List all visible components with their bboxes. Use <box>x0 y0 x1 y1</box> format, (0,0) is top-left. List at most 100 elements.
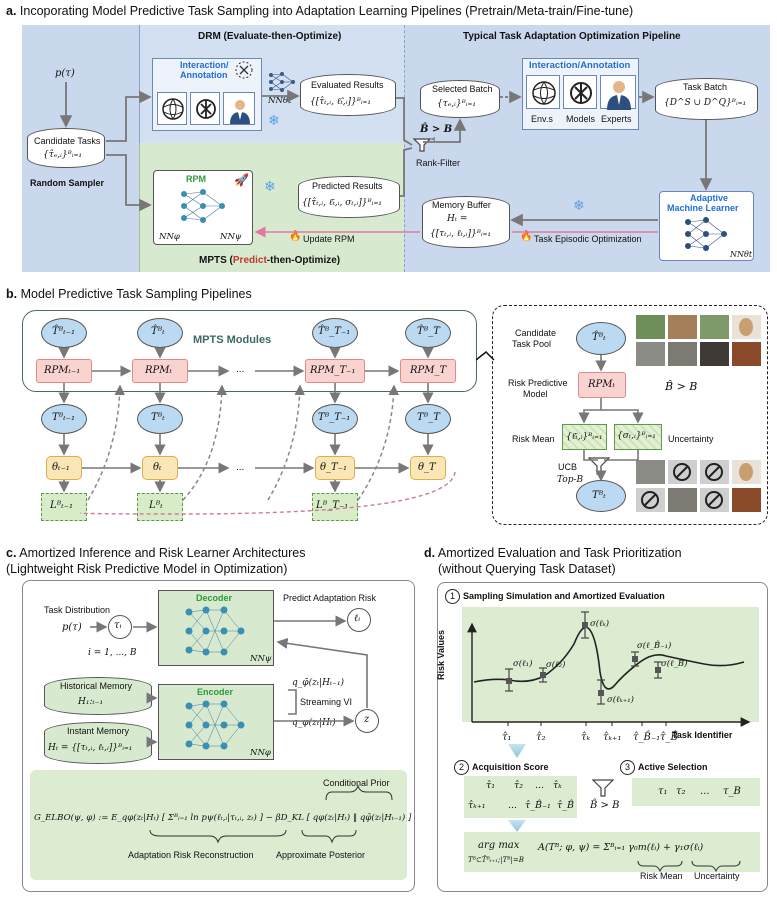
evaluated-results-formula: {[τ̂ₜ,ᵢ, ℓ̂ₜ,ᵢ]}ᴮᵢ₌₁ <box>310 97 372 107</box>
step3-badge: 3 <box>620 760 635 775</box>
argmax-subscript: Tᴮ⊂T̂ᴮₜ₊₁;|Tᴮ|=B <box>468 856 524 864</box>
memory-buffer-formula-1: Hₜ = <box>447 214 468 224</box>
acq-r2-c4: τ̂_B̂ <box>557 800 574 811</box>
rpm-nn-phi: NNφ <box>159 232 180 242</box>
expert-person-icon <box>223 92 255 125</box>
detail-mean-formula: {ℓ̄ₜ,ᵢ}ᴮᵢ₌₁ <box>566 432 603 442</box>
mid-node-t-1-label: Tᴮₜ₋₁ <box>52 412 76 423</box>
acquisition-formula-box <box>464 832 760 872</box>
snowflake-memory-icon: ❄ <box>573 197 585 213</box>
rpm-node-t-label: RPMₜ <box>145 365 172 376</box>
instant-memory-formula: Hₜ = {[τₜ,ᵢ, ℓₜ,ᵢ]}ᴮᵢ₌₁ <box>48 743 133 753</box>
theta-node-T-1 <box>315 456 355 480</box>
theta-node-T-1-label: θ_T₋₁ <box>320 462 347 473</box>
adaptive-learner-network-icon <box>684 215 728 258</box>
historical-memory-cylinder <box>44 677 152 715</box>
step2-badge: 2 <box>454 760 469 775</box>
sigma-label-b-1: σ(ℓ_B̂₋₁) <box>637 641 672 651</box>
detail-ucb-label: UCB <box>558 462 578 472</box>
step3-label: Active Selection <box>638 762 708 772</box>
rpm-node-t-1 <box>36 359 92 383</box>
theta-node-t-label: θₜ <box>153 462 162 473</box>
loss-node-T-1-label: Lᴮ_T₋₁ <box>316 500 349 511</box>
loss-node-t-1 <box>41 493 87 521</box>
openai-icon <box>190 92 220 125</box>
env-globe-icon <box>526 75 560 109</box>
acq-r2-c1: τ̂ₖ₊₁ <box>468 800 486 811</box>
rpm-node-t-1-label: RPMₜ₋₁ <box>44 365 81 376</box>
decoder-nn-psi: NNψ <box>250 654 272 664</box>
section-a-title: a. Incoporating Model Predictive Task Sa… <box>6 4 633 18</box>
dots-theta: ... <box>236 462 245 473</box>
encoder-network-icon <box>184 698 246 757</box>
mid-node-T-1-label: Tᴮ_T₋₁ <box>318 412 351 423</box>
selected-tasks-box <box>632 778 760 806</box>
selected-dots: ... <box>700 786 710 797</box>
adaptive-learner-label-1: Adaptive <box>690 193 729 203</box>
top-node-t-1-label: T̂ᴮₜ₋₁ <box>52 326 76 337</box>
p-tau-label: p(τ) <box>55 68 75 79</box>
q-post-label: q_φ(zₜ|Hₜ) <box>292 718 336 728</box>
detail-b-hat-gt-b: B̂ > B <box>665 380 698 393</box>
rank-filter-label: Rank-Filter <box>416 158 461 168</box>
mid-node-T-1 <box>312 404 358 434</box>
detail-arrows <box>476 350 644 482</box>
rpm-detail-panel <box>492 305 768 525</box>
instant-memory-label: Instant Memory <box>67 726 130 736</box>
detail-top-node <box>576 322 626 355</box>
decoder-label: Decoder <box>196 593 233 603</box>
section-c-arrows <box>90 615 368 748</box>
instant-memory-cylinder <box>44 722 152 764</box>
z-label: z <box>364 714 370 725</box>
elbo-panel <box>30 770 407 880</box>
mid-node-T-label: Tᴮ_T <box>417 412 440 423</box>
section-c-title-line2: (Lightweight Risk Predictive Model in Op… <box>6 562 288 576</box>
rpm-network-icon <box>180 186 226 231</box>
acq-r1-c3: ... <box>535 780 545 791</box>
predicted-results-label: Predicted Results <box>312 181 383 191</box>
drm-interaction-label-1: Interaction/ <box>180 60 229 70</box>
evaluated-results-cylinder <box>300 74 396 116</box>
d-uncertainty-label: Uncertainty <box>694 871 740 881</box>
detail-rpm-node-label: RPMₜ <box>588 379 615 390</box>
risk-values-axis-label: Risk Values <box>436 629 446 680</box>
section-d-title-1: d. Amortized Evaluation and Task Priorit… <box>424 546 682 560</box>
detail-rpm-node <box>578 372 626 398</box>
snowflake-icon: ❄ <box>268 112 280 128</box>
top-node-t-label: T̂ᴮₜ <box>151 326 165 337</box>
encoder-label: Encoder <box>197 687 234 697</box>
nn-theta-network-icon <box>268 70 296 99</box>
mpts-title-pre: MPTS ( <box>199 255 233 266</box>
streaming-vi-label: Streaming VI <box>300 697 353 707</box>
section-a-title-text: Incoporating Model Predictive Task Sampl… <box>19 4 634 18</box>
detail-top-node-label: T̂ᴮₜ <box>592 332 606 343</box>
random-sampler-label: Random Sampler <box>30 178 105 188</box>
globe-icon <box>157 92 187 125</box>
models-openai-icon <box>563 75 597 109</box>
task-distribution-label: Task Distribution <box>44 605 111 615</box>
predict-risk-label: Predict Adaptation Risk <box>283 593 377 603</box>
selected-tau-2: τ₂ <box>676 786 686 797</box>
snowflake-rpm-icon: ❄ <box>264 178 276 194</box>
x-tick-k1: τ̂ₖ₊₁ <box>603 732 622 743</box>
rocket-icon: 🚀 <box>234 173 249 187</box>
b-hat-gt-b-label: B̂ > B <box>420 124 453 135</box>
mpts-title-red: Predict <box>232 255 267 266</box>
memory-buffer-label: Memory Buffer <box>432 200 491 210</box>
section-d-title-line1: Amortized Evaluation and Task Prioritiza… <box>437 546 682 560</box>
candidate-pool-label-1: Candidate <box>515 328 557 338</box>
selected-batch-label: Selected Batch <box>432 84 493 94</box>
rpm-label: RPM <box>186 174 206 184</box>
detail-bottom-node-label: Tᴮₜ <box>592 490 606 501</box>
section-d-frame <box>437 582 768 892</box>
evaluated-results-label: Evaluated Results <box>311 80 384 90</box>
detail-uncertainty-label: Uncertainty <box>668 434 714 444</box>
memory-buffer-formula-2: {[τₜ,ᵢ, ℓₜ,ᵢ]}ᴮᵢ₌₁ <box>430 229 492 239</box>
detail-mean-box <box>562 424 607 450</box>
q-prior-label: q_φ̄(zₜ|Hₜ₋₁) <box>292 678 345 688</box>
sigma-label-k1: σ(ℓₖ₊₁) <box>607 695 634 705</box>
risk-predictive-label-1: Risk Predictive <box>508 378 568 388</box>
x-tick-1: τ̂₁ <box>502 732 512 743</box>
detail-top-b-label: Top-B <box>557 475 584 485</box>
decoder-box <box>158 590 274 666</box>
